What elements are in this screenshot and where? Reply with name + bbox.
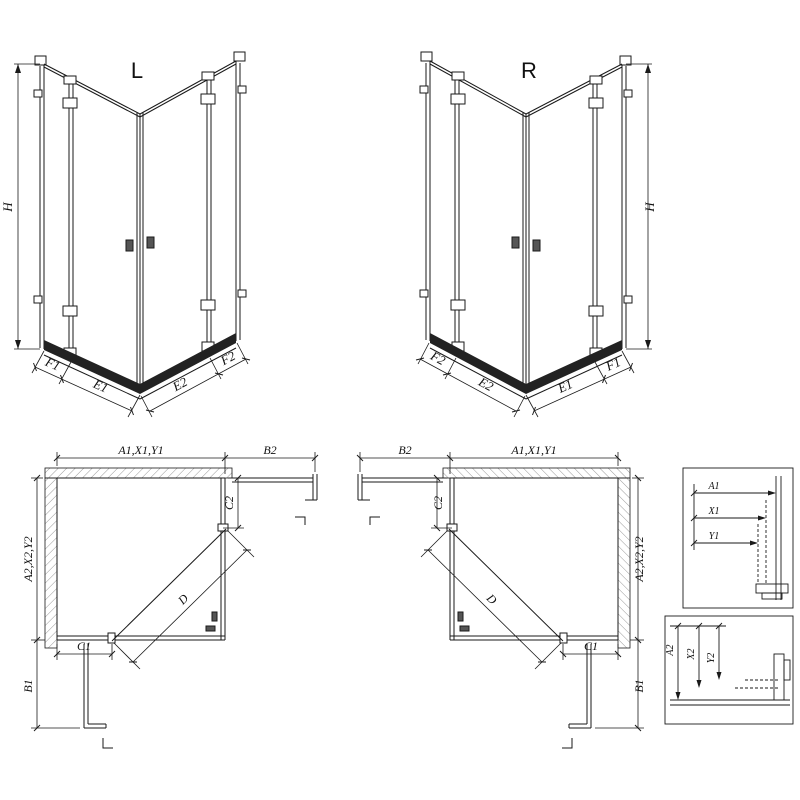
iso-right-title: R xyxy=(521,58,537,83)
iso-left-e2-label: E2 xyxy=(169,374,190,395)
plan-right-b1-label: B1 xyxy=(632,679,646,692)
iso-left-f1-label: F1 xyxy=(42,354,62,374)
plan-right-depth-label: A2,X2,Y2 xyxy=(632,536,646,582)
plan-left-d-label: D xyxy=(174,591,191,608)
iso-right-e2-label: E2 xyxy=(475,374,496,395)
plan-left-width-label: A1,X1,Y1 xyxy=(117,443,163,457)
plan-view-left-geometry xyxy=(30,451,319,749)
detail-y2-label: Y2 xyxy=(706,653,717,664)
plan-left-depth-label: A2,X2,Y2 xyxy=(21,536,35,582)
detail-x1-label: X1 xyxy=(707,506,719,517)
plan-left-b2-label: B2 xyxy=(263,443,276,457)
plan-left-c2-label: C2 xyxy=(222,496,236,510)
plan-left-b1-label: B1 xyxy=(21,679,35,692)
detail-box-depth-measurement xyxy=(664,615,794,725)
plan-left-c1-label: C1 xyxy=(77,639,91,653)
iso-left-title: L xyxy=(131,58,143,83)
iso-left-height-label: H xyxy=(0,202,15,213)
plan-right-c2-label: C2 xyxy=(431,496,445,510)
iso-right-e1-label: E1 xyxy=(555,376,575,396)
plan-right-d-label: D xyxy=(483,590,500,607)
plan-right-width-label: A1,X1,Y1 xyxy=(510,443,556,457)
plan-right-b2-label: B2 xyxy=(398,443,411,457)
dimension-labels: L H F1 E1 E2 F2 R H F2 E2 E1 F1 A1,X1,Y1… xyxy=(0,58,720,693)
detail-a2-label: A2 xyxy=(665,644,676,656)
iso-right-f1-label: F1 xyxy=(603,354,623,374)
iso-right-height-label: H xyxy=(642,202,657,213)
detail-box-width-measurement xyxy=(682,467,794,609)
detail-y1-label: Y1 xyxy=(709,531,720,542)
detail-a1-label: A1 xyxy=(707,481,719,492)
detail-x2-label: X2 xyxy=(686,648,697,660)
iso-left-e1-label: E1 xyxy=(90,376,110,396)
plan-right-c1-label: C1 xyxy=(584,639,598,653)
plan-view-right-geometry xyxy=(356,451,645,749)
iso-right-f2-label: F2 xyxy=(427,348,448,369)
iso-left-f2-label: F2 xyxy=(217,348,238,369)
